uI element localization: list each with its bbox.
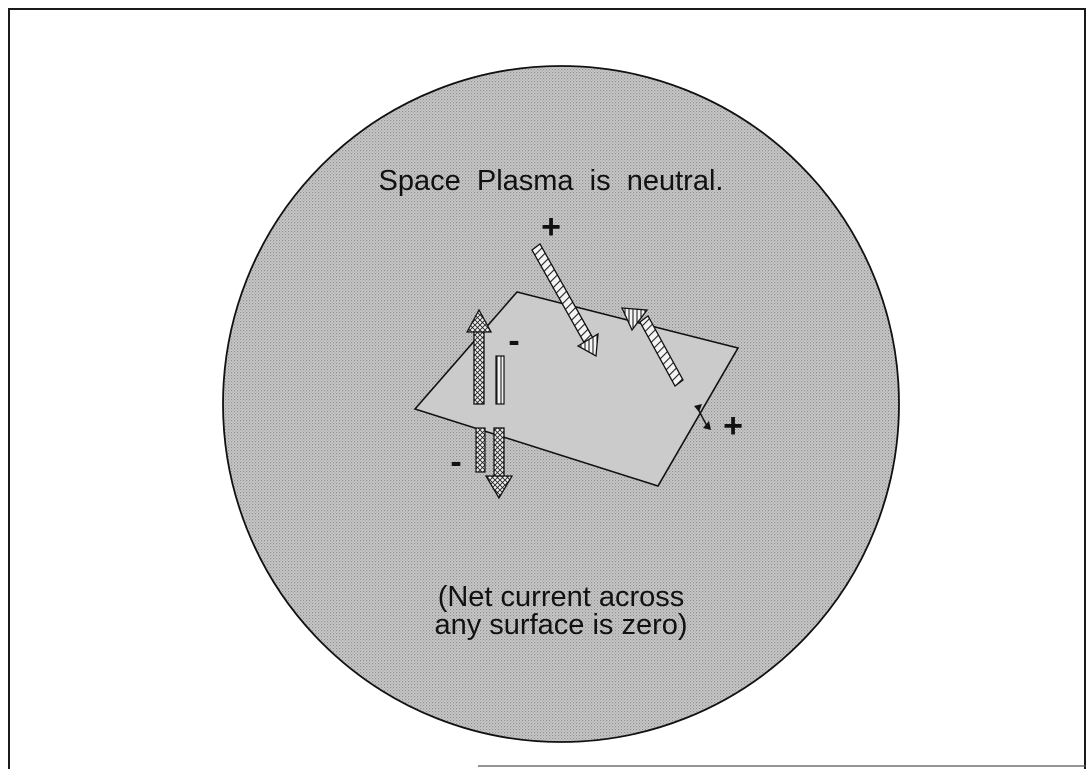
positive-current-arrow-right	[620, 307, 684, 387]
current-bar-lower-left	[475, 427, 486, 473]
caption-top: Space Plasma is neutral.	[379, 165, 724, 197]
negative-current-arrow-up	[465, 308, 493, 405]
negative-current-arrow-down	[484, 427, 514, 500]
minus-label-lower: -	[450, 443, 461, 481]
small-double-arrow	[694, 404, 711, 430]
caption-bottom-line2: any surface is zero)	[434, 609, 687, 641]
caption-bottom-line1: (Net current across	[438, 581, 685, 613]
minus-label-upper: -	[508, 322, 519, 360]
current-bar-middle	[495, 355, 505, 405]
positive-current-arrow-top	[531, 243, 599, 358]
plus-label-right: +	[723, 407, 743, 445]
plus-label-top: +	[541, 208, 561, 246]
figure-frame	[8, 8, 1086, 769]
